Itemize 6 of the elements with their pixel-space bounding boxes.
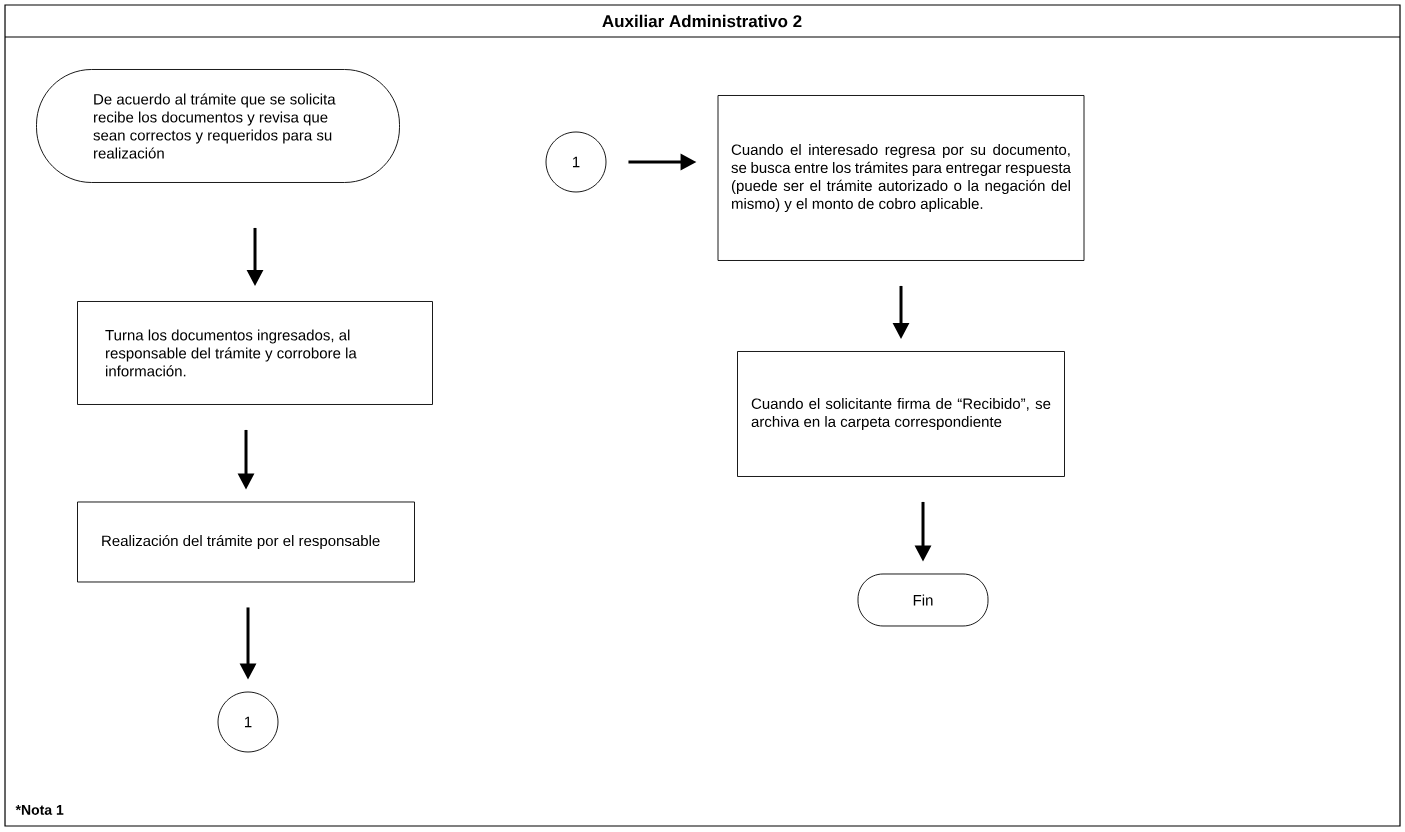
process-box: Cuando el solicitante firma de “Recibido”, se archiva en la carpeta correspondiente	[737, 351, 1065, 477]
process-box: Turna los documentos ingresados, al responsable del trámite y corrobore la información.	[77, 301, 433, 405]
title: Auxiliar Administrativo 2	[602, 14, 802, 28]
process-box: Realización del trámite por el responsable	[77, 501, 415, 583]
note: *Nota 1	[15, 805, 64, 815]
process-box: Cuando el interesado regresa por su documento, se busca entre los trámites para entregar respuesta (puede ser el trámite autorizado o la negación del mismo) y el monto de cobro aplicable.	[717, 95, 1085, 261]
